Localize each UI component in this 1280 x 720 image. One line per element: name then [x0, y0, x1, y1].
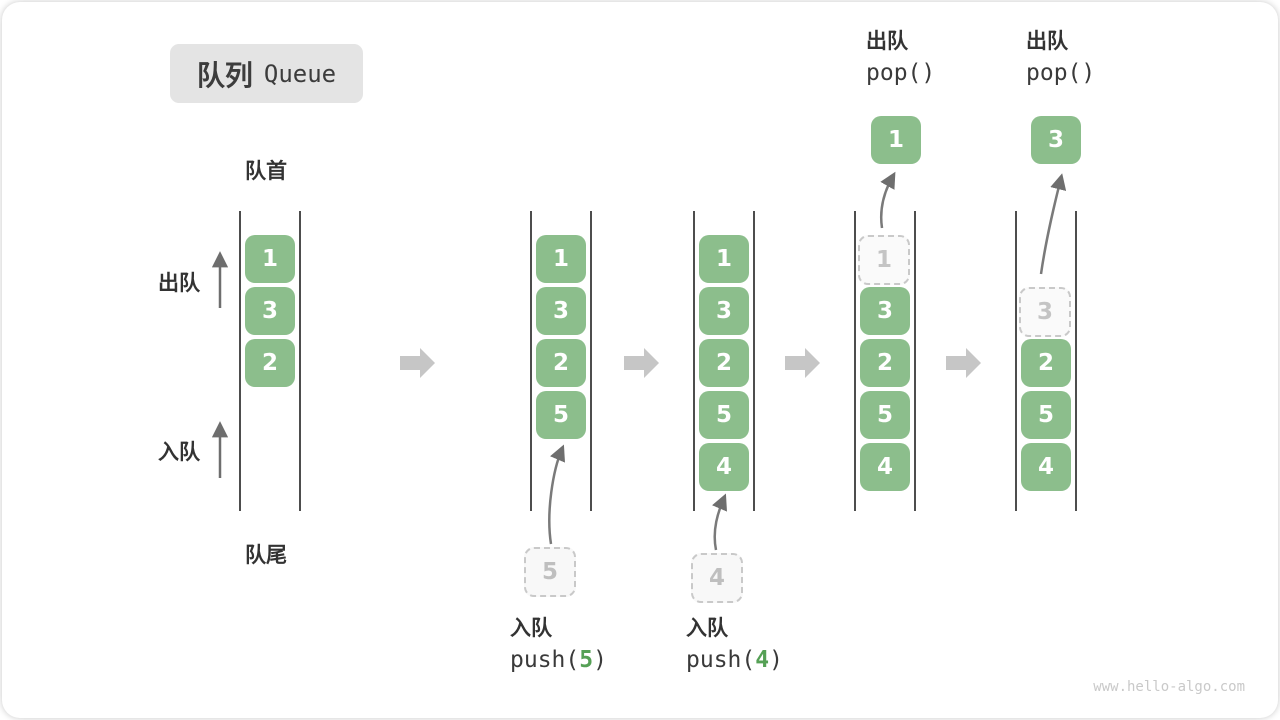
queue-wall-left — [693, 211, 695, 511]
queue-wall-left — [239, 211, 241, 511]
queue-element: 2 — [536, 339, 586, 387]
queue-state-5: 3 2 5 4 — [1015, 211, 1077, 511]
queue-wall-right — [753, 211, 755, 511]
queue-element: 2 — [860, 339, 910, 387]
queue-element: 1 — [245, 235, 295, 283]
dequeue-op-label-2: 出队 pop() — [1026, 29, 1095, 91]
step-arrow-icon — [400, 348, 435, 378]
queue-element-removed: 1 — [858, 235, 910, 285]
queue-element: 3 — [699, 287, 749, 335]
queue-element: 1 — [536, 235, 586, 283]
queue-element: 4 — [1021, 443, 1071, 491]
queue-state-3: 1 3 2 5 4 — [693, 211, 755, 511]
step-arrow-icon — [946, 348, 981, 378]
queue-element: 3 — [536, 287, 586, 335]
step-arrow-icon — [624, 348, 659, 378]
queue-wall-right — [914, 211, 916, 511]
queue-wall-left — [854, 211, 856, 511]
title-en: Queue — [263, 59, 337, 88]
staged-element: 5 — [524, 547, 576, 597]
queue-state-1: 1 3 2 — [239, 211, 301, 511]
label-queue-rear: 队尾 — [245, 544, 287, 567]
queue-element: 5 — [1021, 391, 1071, 439]
enqueue-op-call: push(5) — [510, 647, 607, 673]
label-queue-front: 队首 — [245, 160, 287, 183]
watermark: www.hello-algo.com — [1093, 679, 1245, 695]
queue-element: 5 — [699, 391, 749, 439]
dequeue-op-label-1: 出队 pop() — [866, 29, 935, 91]
title-badge: 队列 Queue — [170, 44, 363, 103]
queue-element: 2 — [1021, 339, 1071, 387]
queue-element: 3 — [245, 287, 295, 335]
queue-element: 1 — [699, 235, 749, 283]
dequeue-op-zh: 出队 — [1026, 30, 1068, 53]
dequeue-op-zh: 出队 — [866, 30, 908, 53]
enqueue-op-zh: 入队 — [686, 617, 728, 640]
queue-element: 5 — [536, 391, 586, 439]
step-arrow-icon — [785, 348, 820, 378]
dequeue-op-call: pop() — [866, 60, 936, 86]
label-enqueue-side: 入队 — [158, 441, 200, 464]
queue-element: 2 — [245, 339, 295, 387]
popped-element: 1 — [871, 116, 921, 164]
queue-wall-right — [299, 211, 301, 511]
title-zh: 队列 — [196, 59, 253, 91]
queue-wall-left — [1015, 211, 1017, 511]
queue-element: 5 — [860, 391, 910, 439]
queue-element-removed: 3 — [1019, 287, 1071, 337]
queue-wall-left — [530, 211, 532, 511]
queue-element: 3 — [860, 287, 910, 335]
queue-state-4: 1 3 2 5 4 — [854, 211, 916, 511]
label-dequeue-side: 出队 — [158, 272, 200, 295]
queue-wall-right — [590, 211, 592, 511]
queue-element: 4 — [860, 443, 910, 491]
queue-wall-right — [1075, 211, 1077, 511]
dequeue-op-call: pop() — [1026, 60, 1096, 86]
enqueue-op-label-1: 入队 push(5) — [510, 616, 607, 678]
enqueue-op-zh: 入队 — [510, 617, 552, 640]
enqueue-arg: 5 — [579, 647, 594, 673]
queue-state-2: 1 3 2 5 — [530, 211, 592, 511]
staged-element: 4 — [691, 553, 743, 603]
enqueue-op-label-2: 入队 push(4) — [686, 616, 783, 678]
queue-element: 2 — [699, 339, 749, 387]
enqueue-op-call: push(4) — [686, 647, 783, 673]
enqueue-arg: 4 — [755, 647, 770, 673]
popped-element: 3 — [1031, 116, 1081, 164]
queue-element: 4 — [699, 443, 749, 491]
